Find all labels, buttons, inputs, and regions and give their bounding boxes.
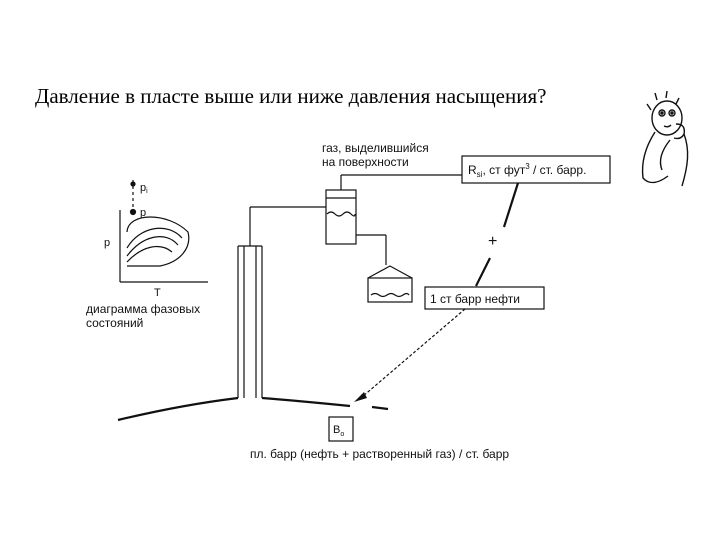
formation-top-left xyxy=(117,396,239,422)
mouth xyxy=(663,124,672,128)
hair-lines xyxy=(646,90,680,111)
stock-tank xyxy=(367,265,413,303)
initial-pressure-point xyxy=(130,181,136,187)
phase-quality-line xyxy=(126,227,183,249)
tank-liquid-level xyxy=(370,292,410,298)
formation-top-right-tail xyxy=(371,405,389,411)
thinking-person-icon xyxy=(641,90,689,187)
phase-caption-line1: диаграмма фазовых xyxy=(86,302,200,316)
phase-caption-line2: состояний xyxy=(86,316,143,330)
slide-question-title: Давление в пласте выше или ниже давления… xyxy=(35,84,547,108)
arm xyxy=(659,139,671,171)
body-right xyxy=(681,133,689,187)
well-and-pipes xyxy=(237,174,462,398)
arrow-oil-to-bo xyxy=(361,308,466,398)
gas-label-line2: на поверхности xyxy=(322,155,409,169)
phase-diagram xyxy=(119,180,208,283)
arrow-plus-to-oil xyxy=(475,257,491,287)
eye-left xyxy=(658,109,666,117)
gas-label-line1: газ, выделившийся xyxy=(322,141,429,155)
phase-pi-label: pi xyxy=(140,182,148,195)
oil-box xyxy=(424,286,545,310)
rs-box xyxy=(461,155,611,184)
phase-envelope xyxy=(126,216,190,267)
pupil-left xyxy=(660,111,664,115)
plus-sign: + xyxy=(488,233,497,250)
arrow-oil-to-bo-head xyxy=(354,392,367,402)
saturation-pressure-point xyxy=(129,208,137,216)
phase-quality-line xyxy=(126,236,179,257)
phase-y-axis-label: p xyxy=(104,237,110,249)
bo-box xyxy=(328,416,354,442)
phase-p-label: p xyxy=(140,207,146,219)
oil-box-label: 1 ст барр нефти xyxy=(430,292,520,306)
separator-vessel xyxy=(325,189,357,245)
separator-liquid-level xyxy=(326,211,356,217)
eye-right xyxy=(668,109,676,117)
pupil-right xyxy=(670,111,674,115)
body-left xyxy=(641,131,669,184)
head xyxy=(651,100,683,136)
tank-roof xyxy=(367,265,413,279)
bo-box-label: Bo xyxy=(333,424,344,438)
separator xyxy=(325,189,357,245)
formation-top-right xyxy=(261,396,351,408)
tank-body xyxy=(367,277,413,303)
phase-x-axis-label: T xyxy=(154,287,161,299)
bottom-caption: пл. барр (нефть + растворенный газ) / ст… xyxy=(250,447,509,461)
arrow-rs-down xyxy=(502,182,520,228)
phase-quality-line xyxy=(126,245,173,263)
rs-box-label: Rsi, ст фут3 / ст. барр. xyxy=(468,162,586,179)
